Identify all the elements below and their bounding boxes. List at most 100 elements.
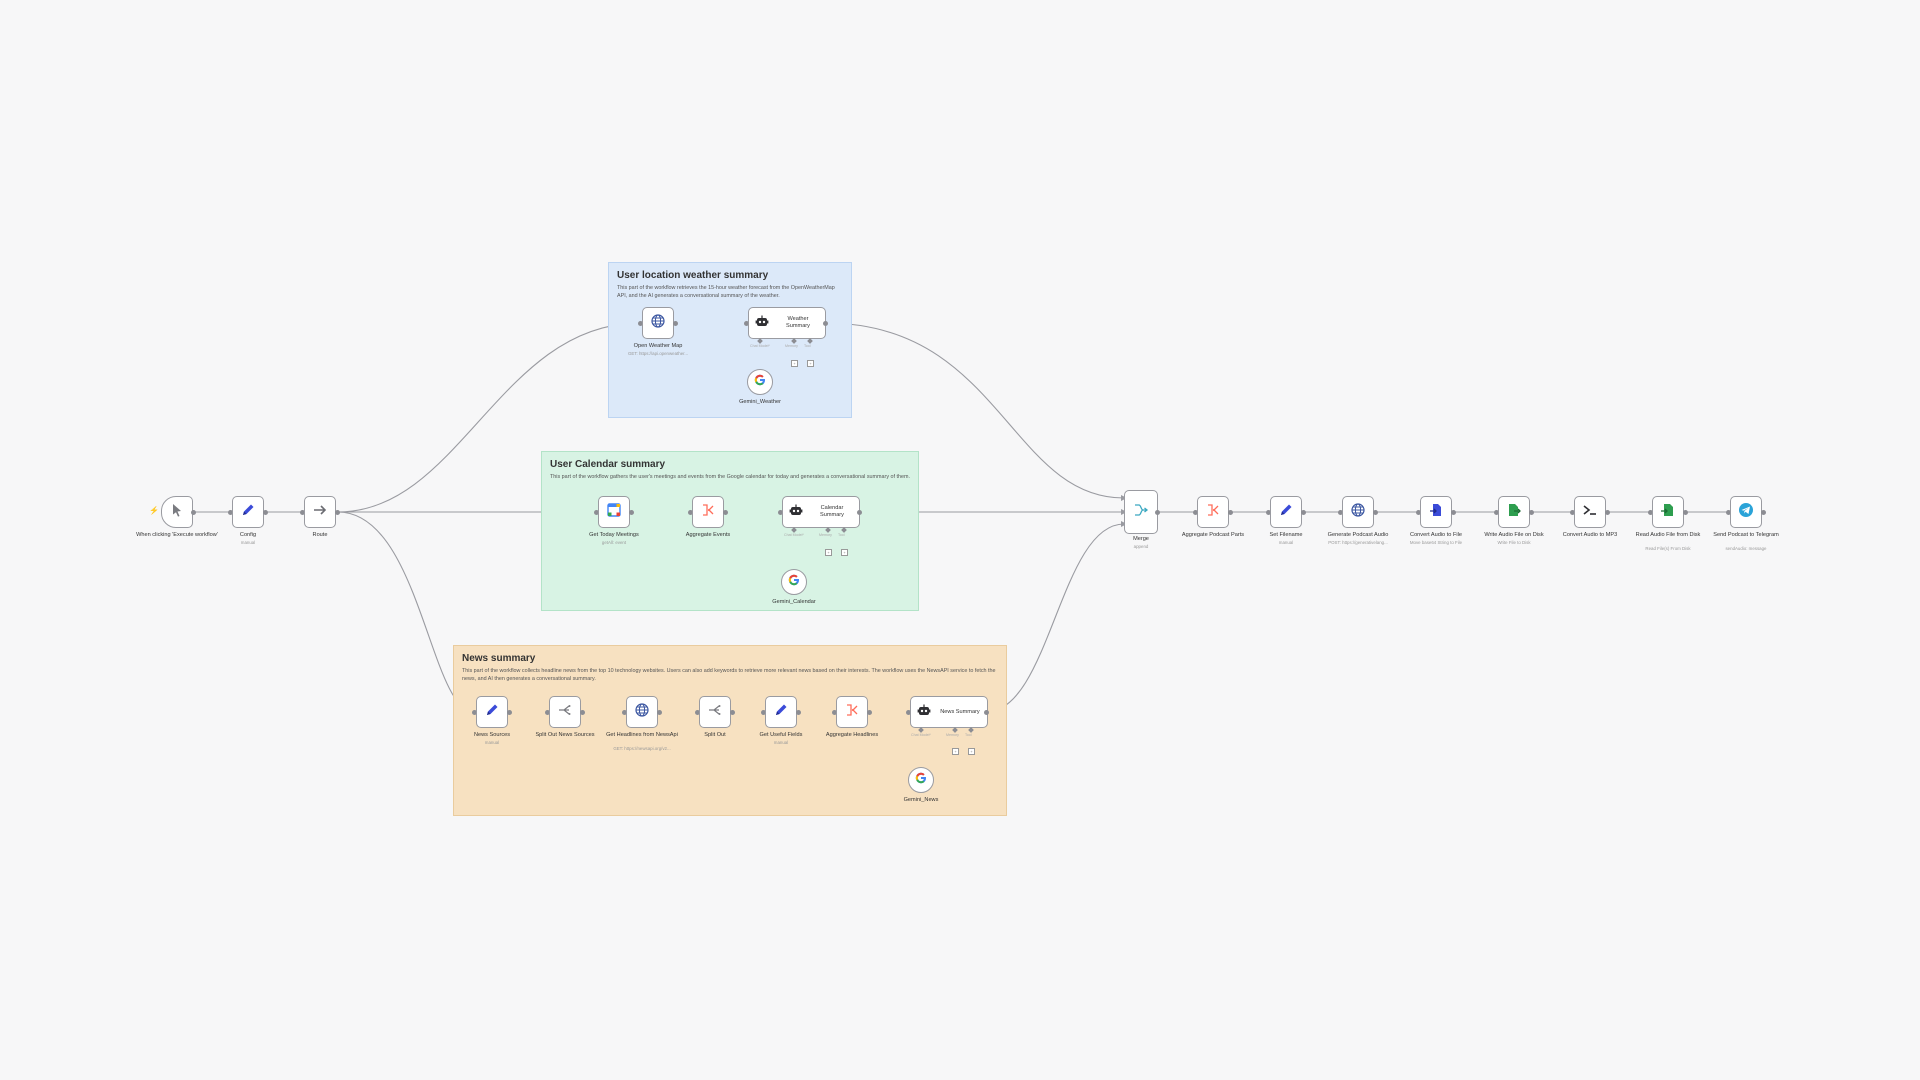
node-aggregate-headlines[interactable] — [836, 696, 868, 728]
node-news-sources[interactable] — [476, 696, 508, 728]
input-port[interactable] — [1726, 510, 1731, 515]
output-port[interactable] — [1683, 510, 1688, 515]
input-port[interactable] — [688, 510, 693, 515]
node-label: Get Headlines from NewsApi — [606, 732, 678, 738]
node-set-filename[interactable] — [1270, 496, 1302, 528]
node-news-summary-agent[interactable]: News Summary — [910, 696, 988, 728]
node-weather-summary-agent[interactable]: Weather Summary — [748, 307, 826, 339]
node-subtitle: Write File to Disk — [1497, 540, 1531, 545]
output-port[interactable] — [796, 710, 801, 715]
input-port[interactable] — [300, 510, 305, 515]
output-port[interactable] — [1373, 510, 1378, 515]
add-tool-button[interactable]: + — [807, 360, 814, 367]
agent-label: Weather Summary — [786, 316, 810, 329]
node-convert-audio-to-mp3[interactable] — [1574, 496, 1606, 528]
pencil-icon — [773, 702, 789, 723]
split-icon — [707, 702, 723, 723]
trigger-bolt-icon: ⚡ — [149, 506, 159, 515]
input-port[interactable] — [695, 710, 700, 715]
node-gemini-weather[interactable] — [747, 369, 773, 395]
output-port[interactable] — [629, 510, 634, 515]
add-memory-button[interactable]: + — [791, 360, 798, 367]
input-port[interactable] — [1648, 510, 1653, 515]
sticky-weather-summary[interactable]: User location weather summary This part … — [608, 262, 852, 418]
node-split-out-news-sources[interactable] — [549, 696, 581, 728]
output-port[interactable] — [673, 321, 678, 326]
input-port[interactable] — [744, 321, 749, 326]
node-convert-audio-to-file[interactable] — [1420, 496, 1452, 528]
sticky-title: User location weather summary — [617, 270, 769, 281]
input-port[interactable] — [638, 321, 643, 326]
input-port[interactable] — [906, 710, 911, 715]
input-port[interactable] — [472, 710, 477, 715]
node-split-out[interactable] — [699, 696, 731, 728]
node-config[interactable] — [232, 496, 264, 528]
output-port[interactable] — [191, 510, 196, 515]
output-port[interactable] — [1155, 510, 1160, 515]
output-port[interactable] — [1529, 510, 1534, 515]
sticky-calendar-summary[interactable]: User Calendar summary This part of the w… — [541, 451, 919, 611]
input-port[interactable] — [778, 510, 783, 515]
node-gemini-news[interactable] — [908, 767, 934, 793]
node-open-weather-map[interactable] — [642, 307, 674, 339]
input-port[interactable] — [594, 510, 599, 515]
node-get-useful-fields[interactable] — [765, 696, 797, 728]
node-write-audio-file[interactable] — [1498, 496, 1530, 528]
output-port[interactable] — [1761, 510, 1766, 515]
input-port[interactable] — [545, 710, 550, 715]
input-port[interactable] — [832, 710, 837, 715]
output-port[interactable] — [857, 510, 862, 515]
node-aggregate-events[interactable] — [692, 496, 724, 528]
output-port[interactable] — [580, 710, 585, 715]
node-subtitle: manual — [1278, 540, 1294, 545]
telegram-icon — [1738, 502, 1754, 523]
node-get-headlines[interactable] — [626, 696, 658, 728]
add-memory-button[interactable]: + — [825, 549, 832, 556]
edge-news-merge — [985, 523, 1125, 713]
input-port[interactable] — [1570, 510, 1575, 515]
output-port[interactable] — [507, 710, 512, 715]
node-subtitle: sendAudio: message — [1725, 546, 1767, 551]
output-port[interactable] — [723, 510, 728, 515]
output-port[interactable] — [730, 710, 735, 715]
input-port[interactable] — [228, 510, 233, 515]
input-port[interactable] — [1416, 510, 1421, 515]
sub-label-memory: Memory — [785, 344, 798, 348]
output-port[interactable] — [335, 510, 340, 515]
node-send-podcast-telegram[interactable] — [1730, 496, 1762, 528]
output-port[interactable] — [984, 710, 989, 715]
input-port[interactable] — [622, 710, 627, 715]
node-calendar-summary-agent[interactable]: Calendar Summary — [782, 496, 860, 528]
node-label: Write Audio File on Disk — [1484, 532, 1544, 538]
node-read-audio-file[interactable] — [1652, 496, 1684, 528]
output-port[interactable] — [1228, 510, 1233, 515]
node-merge[interactable] — [1124, 490, 1158, 534]
input-port[interactable] — [1266, 510, 1271, 515]
node-generate-podcast-audio[interactable] — [1342, 496, 1374, 528]
output-port[interactable] — [867, 710, 872, 715]
node-label: Route — [312, 532, 328, 538]
node-gemini-calendar[interactable] — [781, 569, 807, 595]
output-port[interactable] — [823, 321, 828, 326]
output-port[interactable] — [1605, 510, 1610, 515]
node-get-today-meetings[interactable] — [598, 496, 630, 528]
output-port[interactable] — [1451, 510, 1456, 515]
output-port[interactable] — [1301, 510, 1306, 515]
output-port[interactable] — [657, 710, 662, 715]
add-tool-button[interactable]: + — [841, 549, 848, 556]
input-port[interactable] — [1494, 510, 1499, 515]
node-aggregate-podcast-parts[interactable] — [1197, 496, 1229, 528]
input-port[interactable] — [761, 710, 766, 715]
node-route[interactable] — [304, 496, 336, 528]
split-icon — [557, 702, 573, 723]
output-port[interactable] — [263, 510, 268, 515]
add-memory-button[interactable]: + — [952, 748, 959, 755]
input-port[interactable] — [1193, 510, 1198, 515]
add-tool-button[interactable]: + — [968, 748, 975, 755]
node-label: Send Podcast to Telegram — [1713, 532, 1779, 538]
node-manual-trigger[interactable] — [161, 496, 193, 528]
agent-label: News Summary — [940, 708, 980, 715]
edge-weather-merge — [825, 322, 1125, 499]
input-port[interactable] — [1338, 510, 1343, 515]
